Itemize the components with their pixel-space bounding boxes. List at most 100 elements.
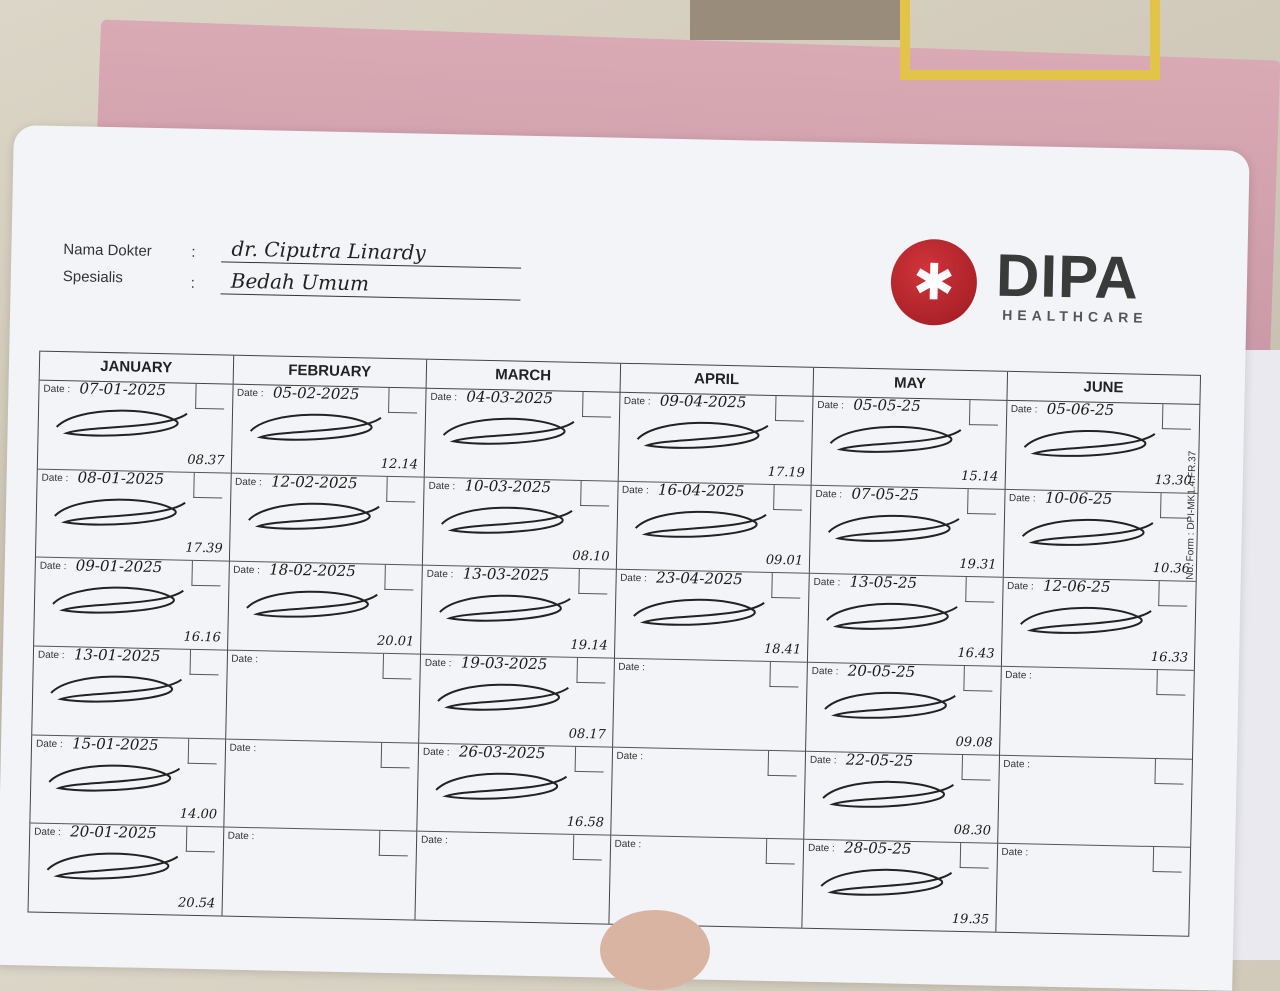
signature-scribble — [827, 514, 960, 542]
date-slot[interactable]: Date : — [610, 747, 806, 841]
signature-scribble — [441, 506, 573, 534]
initial-box — [1152, 847, 1183, 873]
signature-scribble — [1021, 518, 1154, 546]
specialist-label: Spesialis — [62, 268, 124, 287]
date-slot[interactable]: Date :12-02-2025 — [229, 472, 424, 566]
handwritten-date: 08-01-2025 — [77, 468, 165, 488]
handwritten-time: 19.35 — [951, 911, 990, 928]
initial-box — [380, 742, 411, 769]
signature-scribble — [54, 498, 186, 526]
date-label: Date : — [1001, 847, 1029, 859]
date-slot[interactable]: Date : — [225, 650, 420, 744]
handwritten-time: 14.00 — [179, 806, 218, 823]
signature-scribble — [634, 510, 767, 538]
doctor-colon: : — [191, 243, 196, 261]
initial-box — [1156, 670, 1186, 696]
handwritten-time: 16.43 — [957, 645, 995, 662]
date-slot[interactable]: Date :13-01-2025 — [32, 645, 227, 740]
handwritten-date: 23-04-2025 — [655, 568, 743, 589]
initial-box — [386, 476, 416, 503]
date-slot[interactable]: Date : — [997, 755, 1192, 849]
initial-box — [773, 484, 803, 511]
initial-box — [378, 831, 409, 857]
date-slot[interactable]: Date : — [415, 832, 609, 924]
handwritten-time: 08.17 — [568, 726, 607, 743]
specialist-colon: : — [190, 274, 196, 292]
date-label: Date : — [1010, 403, 1038, 416]
date-label: Date : — [620, 573, 647, 585]
initial-box — [192, 472, 223, 499]
date-slot[interactable]: Date : — [222, 828, 416, 920]
signature-scribble — [826, 603, 958, 631]
handwritten-date: 22-05-25 — [845, 750, 914, 770]
date-slot[interactable]: Date : 04-03-2025 — [424, 387, 620, 482]
handwritten-date: 16-04-2025 — [657, 480, 745, 501]
date-label: Date : — [236, 387, 264, 400]
date-label: Date : — [430, 391, 458, 404]
handwritten-date: 07-05-25 — [851, 484, 920, 504]
cardboard-box — [690, 0, 900, 40]
date-label: Date : — [39, 560, 67, 573]
signature-scribble — [50, 675, 183, 703]
handwritten-time: 16.58 — [566, 815, 605, 831]
date-label: Date : — [227, 830, 255, 843]
doctor-label: Nama Dokter — [63, 241, 152, 260]
initial-box — [767, 750, 798, 777]
date-label: Date : — [817, 399, 845, 412]
date-slot[interactable]: Date : — [223, 739, 419, 832]
signature-scribble — [1023, 429, 1155, 457]
handwritten-time: 15.14 — [960, 468, 999, 485]
handwritten-date: 04-03-2025 — [466, 387, 554, 408]
attendance-sheet: Nama Dokter : dr. Ciputra Linardy Spesia… — [0, 125, 1250, 991]
doctor-name: dr. Ciputra Linardy — [221, 237, 522, 269]
handwritten-time: 17.19 — [767, 464, 806, 481]
initial-box — [1161, 404, 1192, 430]
handwritten-date: 12-06-25 — [1042, 576, 1111, 597]
handwritten-time: 19.31 — [959, 557, 997, 574]
initial-box — [572, 835, 602, 861]
date-slot[interactable]: Date : — [996, 844, 1190, 936]
date-label: Date : — [41, 472, 69, 484]
handwritten-time: 18.41 — [763, 641, 802, 658]
date-slot[interactable]: Date : — [999, 666, 1194, 760]
date-slot[interactable]: Date : — [612, 658, 807, 752]
date-label: Date : — [234, 476, 262, 488]
dipa-logo: ✱ DIPA HEALTHCARE — [890, 238, 1212, 335]
date-slot[interactable]: Date : 23-04-2025 18.41 — [614, 568, 809, 663]
initial-box — [577, 569, 608, 595]
handwritten-date: 09-04-2025 — [659, 391, 747, 412]
handwritten-date: 20-05-25 — [847, 661, 916, 682]
initial-box — [575, 657, 606, 684]
date-label: Date : — [233, 565, 261, 577]
handwritten-date: 19-03-2025 — [460, 653, 548, 674]
signature-scribble — [439, 595, 571, 623]
logo-figure-icon: ✱ — [890, 238, 978, 327]
signature-scribble — [55, 409, 188, 437]
